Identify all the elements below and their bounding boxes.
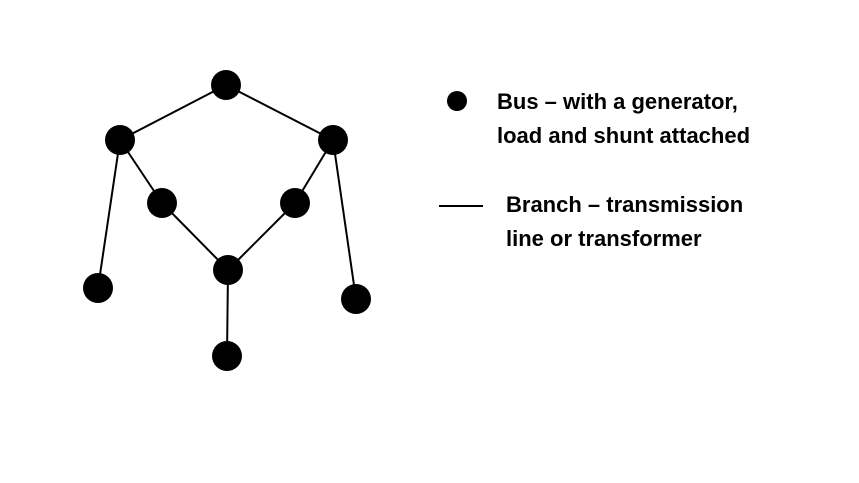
bus-node-center [213,255,243,285]
branch-mid-right-center [227,202,296,271]
bus-node-upper-right [318,125,348,155]
bus-node-upper-left [105,125,135,155]
branch-upper-right-lower-right [332,139,357,300]
bus-legend-dot-icon [447,91,467,111]
bus-node-top [211,70,241,100]
branch-legend-line-icon [439,205,483,207]
bus-node-lower-right [341,284,371,314]
branch-top-upper-right [225,84,334,141]
bus-node-mid-left [147,188,177,218]
bus-node-bottom [212,341,242,371]
branch-mid-left-center [161,202,229,271]
bus-nodes [83,70,371,371]
branch-top-upper-left [119,84,227,141]
branch-upper-left-lower-left [97,139,121,289]
branch-legend-label-line1: Branch – transmission [506,192,744,217]
bus-node-lower-left [83,273,113,303]
branch-legend-label-line2: line or transformer [506,226,702,251]
bus-legend-label-line2: load and shunt attached [497,123,751,148]
bus-node-mid-right [280,188,310,218]
bus-legend-label-line1: Bus – with a generator, [497,89,738,114]
branch-edges [97,84,357,357]
